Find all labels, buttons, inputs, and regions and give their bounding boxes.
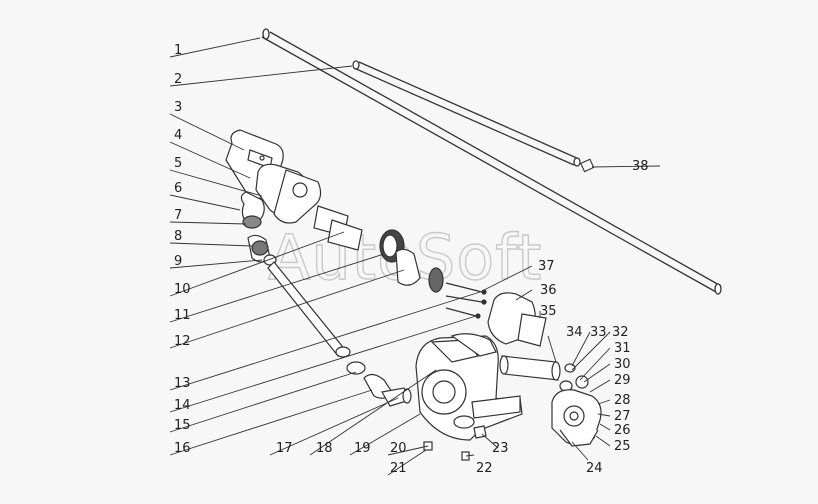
label-5: 5 — [174, 156, 182, 171]
label-21: 21 — [390, 461, 407, 476]
label-36: 36 — [540, 283, 557, 298]
label-14: 14 — [174, 398, 191, 413]
label-35: 35 — [540, 304, 557, 319]
label-2: 2 — [174, 72, 182, 87]
label-16: 16 — [174, 441, 191, 456]
valve-assembly — [499, 355, 602, 447]
label-22: 22 — [476, 461, 493, 476]
label-10: 10 — [174, 282, 191, 297]
long-tube-2 — [352, 60, 581, 167]
label-1: 1 — [174, 43, 182, 58]
label-29: 29 — [614, 373, 631, 388]
label-12: 12 — [174, 334, 191, 349]
pump-housing — [415, 292, 547, 441]
label-15: 15 — [174, 418, 191, 433]
label-37: 37 — [538, 259, 555, 274]
label-33: 33 — [590, 325, 607, 340]
label-9: 9 — [174, 254, 182, 269]
label-31: 31 — [614, 341, 631, 356]
label-11: 11 — [174, 308, 191, 323]
label-13: 13 — [174, 376, 191, 391]
label-3: 3 — [174, 100, 182, 115]
label-24: 24 — [586, 461, 603, 476]
label-28: 28 — [614, 393, 631, 408]
leader-lines — [169, 37, 661, 476]
filter-assembly — [225, 129, 487, 358]
label-32: 32 — [612, 325, 629, 340]
label-7: 7 — [174, 208, 182, 223]
label-19: 19 — [354, 441, 371, 456]
label-25: 25 — [614, 439, 631, 454]
part-labels: 1 2 3 4 5 6 7 8 9 10 11 12 13 14 15 16 1… — [174, 43, 649, 476]
label-26: 26 — [614, 423, 631, 438]
long-tube-1 — [261, 28, 722, 295]
label-34: 34 — [566, 325, 583, 340]
label-30: 30 — [614, 357, 631, 372]
label-20: 20 — [390, 441, 407, 456]
label-23: 23 — [492, 441, 509, 456]
label-6: 6 — [174, 181, 182, 196]
label-38: 38 — [632, 159, 649, 174]
label-8: 8 — [174, 229, 182, 244]
label-18: 18 — [316, 441, 333, 456]
label-4: 4 — [174, 128, 182, 143]
small-fitting-38 — [580, 158, 595, 173]
label-17: 17 — [276, 441, 293, 456]
label-27: 27 — [614, 409, 631, 424]
